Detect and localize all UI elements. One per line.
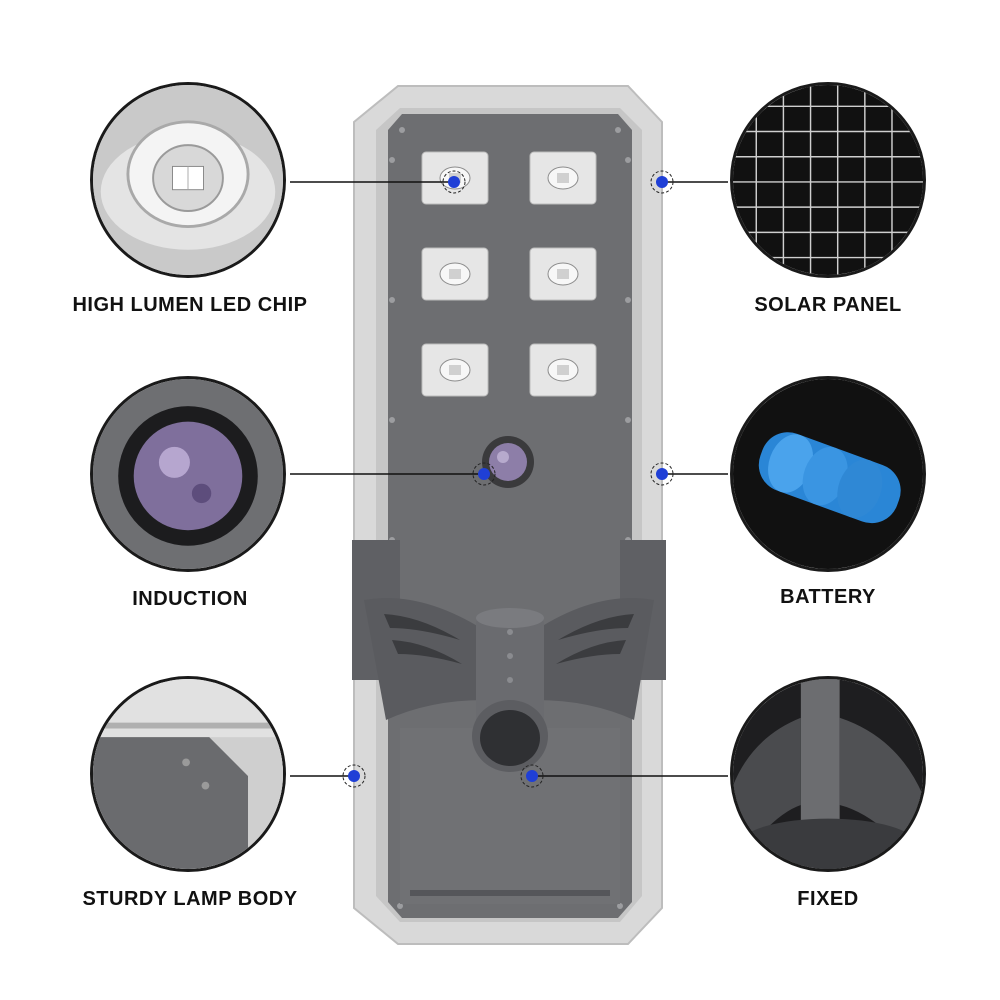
- label-lamp-body: STURDY LAMP BODY: [82, 888, 298, 910]
- lamp-body-detail: [90, 676, 286, 872]
- bracket-icon: [733, 679, 923, 869]
- battery-icon: [733, 379, 923, 569]
- solar-panel-detail: [730, 82, 926, 278]
- fixed-detail: [730, 676, 926, 872]
- label-solar-panel: SOLAR PANEL: [754, 294, 902, 316]
- callout-markers: [342, 170, 674, 788]
- label-battery: BATTERY: [780, 586, 876, 608]
- lamp-panel: [388, 114, 632, 918]
- sensor-icon: [93, 379, 283, 569]
- led-chip-detail: [90, 82, 286, 278]
- led-lens-icon: [93, 85, 283, 275]
- induction-sensor: [482, 436, 534, 488]
- corner-icon: [93, 679, 283, 869]
- label-led-chip: HIGH LUMEN LED CHIP: [72, 294, 308, 316]
- induction-detail: [90, 376, 286, 572]
- label-induction: INDUCTION: [132, 588, 248, 610]
- solar-cells-icon: [733, 85, 923, 275]
- battery-detail: [730, 376, 926, 572]
- label-fixed: FIXED: [797, 888, 859, 910]
- mounting-bracket: [364, 598, 654, 772]
